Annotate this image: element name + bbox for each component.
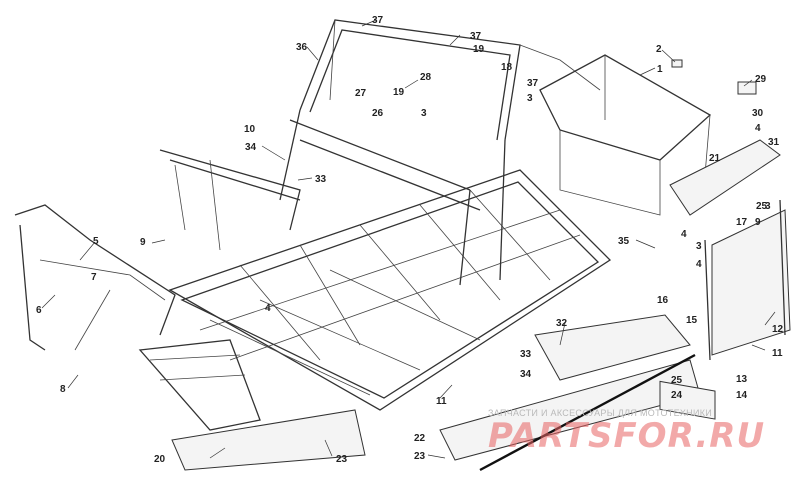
callout-11: 11 [772, 348, 783, 359]
callout-12: 12 [772, 324, 784, 335]
callout-19: 19 [393, 87, 405, 98]
callout-34: 34 [245, 142, 257, 153]
callout-17: 17 [736, 217, 748, 228]
callout-10: 10 [244, 124, 256, 135]
callout-7: 7 [91, 272, 97, 283]
callout-28: 28 [420, 72, 432, 83]
rear-side-panel [711, 209, 791, 356]
callout-13: 13 [736, 374, 748, 385]
callout-4: 4 [696, 259, 702, 270]
callout-1: 1 [657, 64, 663, 75]
center-skid-plate [534, 314, 691, 381]
callout-30: 30 [752, 108, 764, 119]
callout-5: 5 [93, 236, 99, 247]
callout-33: 33 [315, 174, 327, 185]
watermark: ЗАПЧАСТИ И АКСЕССУАРЫ ДЛЯ МОТОТЕХНИКИ PA… [488, 408, 788, 456]
callout-3: 3 [421, 108, 427, 119]
cargo-floor-plate [669, 139, 781, 216]
callout-19: 19 [473, 44, 485, 55]
callout-14: 14 [736, 390, 748, 401]
main-chassis-frame [168, 169, 612, 411]
rear-side-tube [704, 199, 786, 361]
callout-3: 3 [765, 201, 771, 212]
callout-11: 11 [436, 396, 447, 407]
callout-37: 37 [527, 78, 539, 89]
callout-15: 15 [686, 315, 698, 326]
callout-26: 26 [372, 108, 384, 119]
callout-9: 9 [140, 237, 146, 248]
mount-bracket [737, 81, 757, 95]
callout-29: 29 [755, 74, 767, 85]
callout-35: 35 [618, 236, 630, 247]
front-nose [138, 339, 261, 431]
callout-33: 33 [520, 349, 532, 360]
callout-4: 4 [755, 123, 761, 134]
watermark-caption: ЗАПЧАСТИ И АКСЕССУАРЫ ДЛЯ МОТОТЕХНИКИ [488, 408, 713, 418]
callout-8: 8 [60, 384, 66, 395]
callout-34: 34 [520, 369, 532, 380]
callout-20: 20 [154, 454, 166, 465]
hitch-bracket [659, 380, 716, 420]
front-bumper-assembly [14, 204, 176, 351]
watermark-logo: PARTSFOR.RU [488, 416, 766, 456]
callout-27: 27 [355, 88, 367, 99]
callout-36: 36 [296, 42, 308, 53]
leader-lines [41, 19, 776, 459]
callout-18: 18 [501, 62, 513, 73]
callout-2: 2 [656, 44, 662, 55]
callout-labels: 37 37 37 36 19 19 18 2 1 28 27 26 3 3 3 … [36, 15, 784, 465]
callout-31: 31 [768, 137, 780, 148]
callout-16: 16 [657, 295, 669, 306]
roll-cage [159, 19, 601, 286]
rear-frame [539, 54, 712, 216]
callout-37: 37 [372, 15, 384, 26]
callout-37: 37 [470, 31, 482, 42]
callout-24: 24 [671, 390, 683, 401]
callout-9: 9 [755, 217, 761, 228]
callout-6: 6 [36, 305, 42, 316]
callout-4: 4 [265, 303, 271, 314]
callout-22: 22 [414, 433, 426, 444]
callout-3: 3 [527, 93, 533, 104]
callout-21: 21 [709, 153, 721, 164]
callout-3: 3 [696, 241, 702, 252]
front-skid-plate [171, 409, 366, 471]
callout-25: 25 [671, 375, 683, 386]
seal-strip [479, 353, 696, 472]
callout-23: 23 [336, 454, 348, 465]
callout-4: 4 [681, 229, 687, 240]
callout-32: 32 [556, 318, 568, 329]
clip [671, 59, 683, 68]
callout-25: 25 [756, 201, 768, 212]
callout-23: 23 [414, 451, 426, 462]
